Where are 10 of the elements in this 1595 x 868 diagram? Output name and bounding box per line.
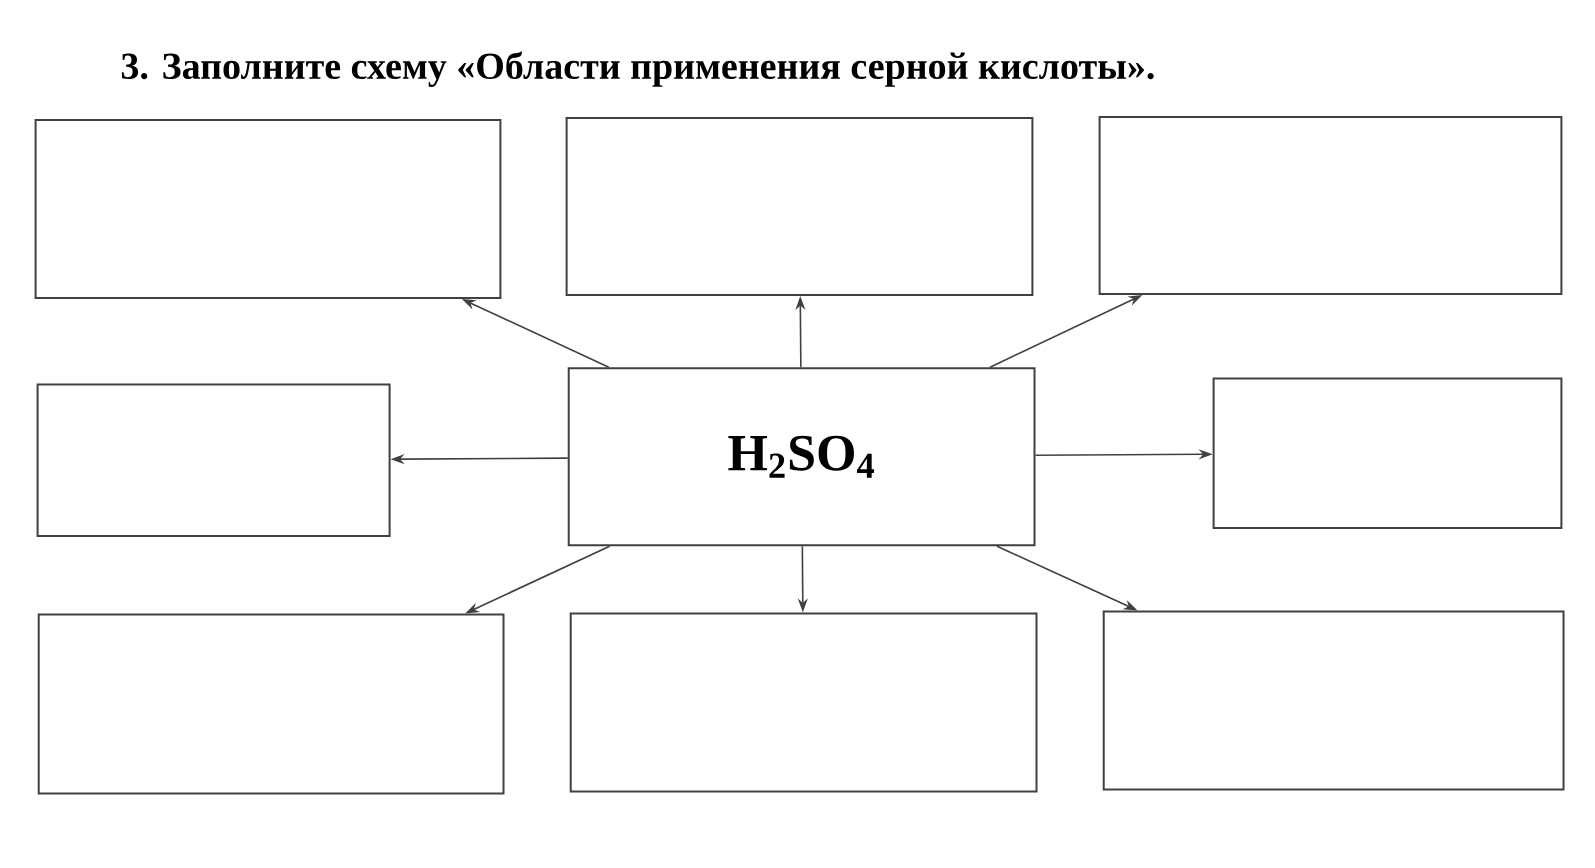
title: 3. Заполните схему «Области применения серной кислоты».	[121, 51, 1154, 87]
formula-box: H$_{2}$SO$_{4}$	[567, 367, 1036, 547]
empty-box	[1098, 116, 1563, 295]
empty-box	[37, 613, 505, 795]
empty-box	[565, 117, 1034, 296]
empty-box	[569, 612, 1038, 793]
empty-box	[1102, 610, 1565, 791]
empty-box	[34, 119, 502, 299]
empty-box	[36, 383, 391, 538]
empty-box	[1212, 377, 1563, 529]
